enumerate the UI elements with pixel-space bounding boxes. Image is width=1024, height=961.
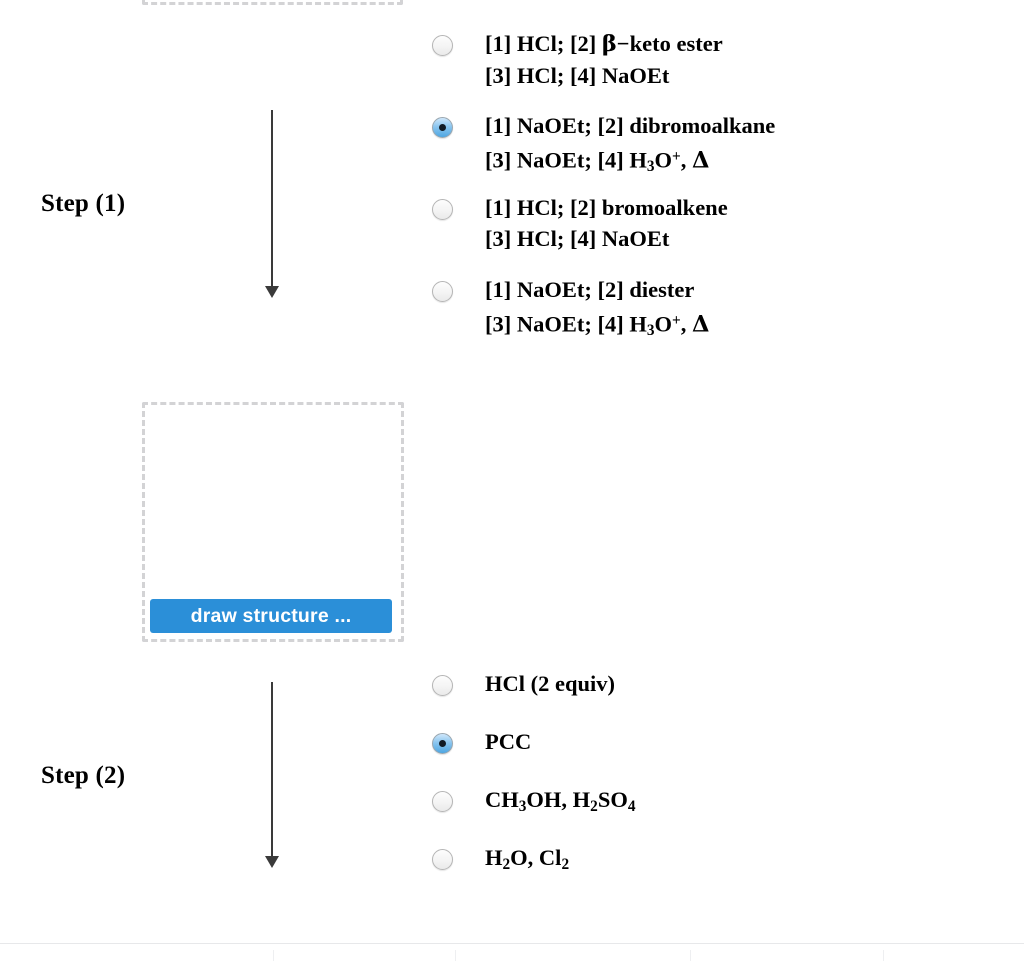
previous-structure-box <box>142 0 403 5</box>
radio-icon-step2-option4[interactable] <box>432 849 453 870</box>
radio-icon-step2-option1[interactable] <box>432 675 453 696</box>
step-1-option-2-label: [1] NaOEt; [2] dibromoalkane [3] NaOEt; … <box>485 110 902 182</box>
step-1-option-2-line1: [1] NaOEt; [2] dibromoalkane <box>485 113 776 138</box>
step-2-option-3[interactable]: CH3OH, H2SO4 <box>432 784 762 842</box>
step-1-option-4[interactable]: [1] NaOEt; [2] diester [3] NaOEt; [4] H3… <box>432 274 902 356</box>
bottom-divider-tick <box>690 950 691 961</box>
step-1-option-1[interactable]: [1] HCl; [2] β−keto ester [3] HCl; [4] N… <box>432 28 902 110</box>
step-2-arrow <box>259 682 285 870</box>
step-2-option-1-label: HCl (2 equiv) <box>485 671 616 696</box>
structure-drawing-area[interactable]: draw structure ... <box>142 402 404 642</box>
radio-icon-step1-option2[interactable] <box>432 117 453 138</box>
step-1-option-4-label: [1] NaOEt; [2] diester [3] NaOEt; [4] H3… <box>485 274 902 346</box>
step-2-option-4-label: H2O, Cl2 <box>485 845 570 873</box>
step-2-option-3-label: CH3OH, H2SO4 <box>485 787 636 815</box>
arrow-shaft <box>271 110 273 288</box>
step-1-option-2[interactable]: [1] NaOEt; [2] dibromoalkane [3] NaOEt; … <box>432 110 902 192</box>
arrow-head-icon <box>265 286 279 298</box>
radio-icon-step1-option4[interactable] <box>432 281 453 302</box>
step-1-option-3-label: [1] HCl; [2] bromoalkene [3] HCl; [4] Na… <box>485 192 902 254</box>
step-1-option-4-line2: [3] NaOEt; [4] H3O+, Δ <box>485 311 710 340</box>
step-1-option-group: [1] HCl; [2] β−keto ester [3] HCl; [4] N… <box>432 28 902 356</box>
step-1-arrow <box>259 110 285 298</box>
step-1-option-4-line1: [1] NaOEt; [2] diester <box>485 277 695 302</box>
bottom-divider-tick <box>455 950 456 961</box>
step-2-option-2-label: PCC <box>485 729 532 754</box>
step-2-label: Step (2) <box>41 762 126 789</box>
step-1-label: Step (1) <box>41 190 126 217</box>
draw-structure-button[interactable]: draw structure ... <box>150 599 392 633</box>
step-1-option-3[interactable]: [1] HCl; [2] bromoalkene [3] HCl; [4] Na… <box>432 192 902 274</box>
step-1-option-1-line2: [3] HCl; [4] NaOEt <box>485 63 670 88</box>
radio-icon-step2-option3[interactable] <box>432 791 453 812</box>
bottom-separator <box>0 943 1024 944</box>
bottom-divider-tick <box>883 950 884 961</box>
step-1-option-1-label: [1] HCl; [2] β−keto ester [3] HCl; [4] N… <box>485 28 902 91</box>
radio-icon-step1-option3[interactable] <box>432 199 453 220</box>
step-2-option-group: HCl (2 equiv) PCC CH3OH, H2SO4 H2O, Cl2 <box>432 668 762 900</box>
step-1-option-3-line2: [3] HCl; [4] NaOEt <box>485 226 670 251</box>
bottom-divider-tick <box>273 950 274 961</box>
step-2-option-4[interactable]: H2O, Cl2 <box>432 842 762 900</box>
step-2-option-1[interactable]: HCl (2 equiv) <box>432 668 762 726</box>
step-1-option-3-line1: [1] HCl; [2] bromoalkene <box>485 195 728 220</box>
step-2-option-2[interactable]: PCC <box>432 726 762 784</box>
radio-icon-step1-option1[interactable] <box>432 35 453 56</box>
arrow-shaft <box>271 682 273 858</box>
radio-icon-step2-option2[interactable] <box>432 733 453 754</box>
step-1-option-2-line2: [3] NaOEt; [4] H3O+, Δ <box>485 147 710 176</box>
arrow-head-icon <box>265 856 279 868</box>
step-1-option-1-line1: [1] HCl; [2] β−keto ester <box>485 31 723 57</box>
